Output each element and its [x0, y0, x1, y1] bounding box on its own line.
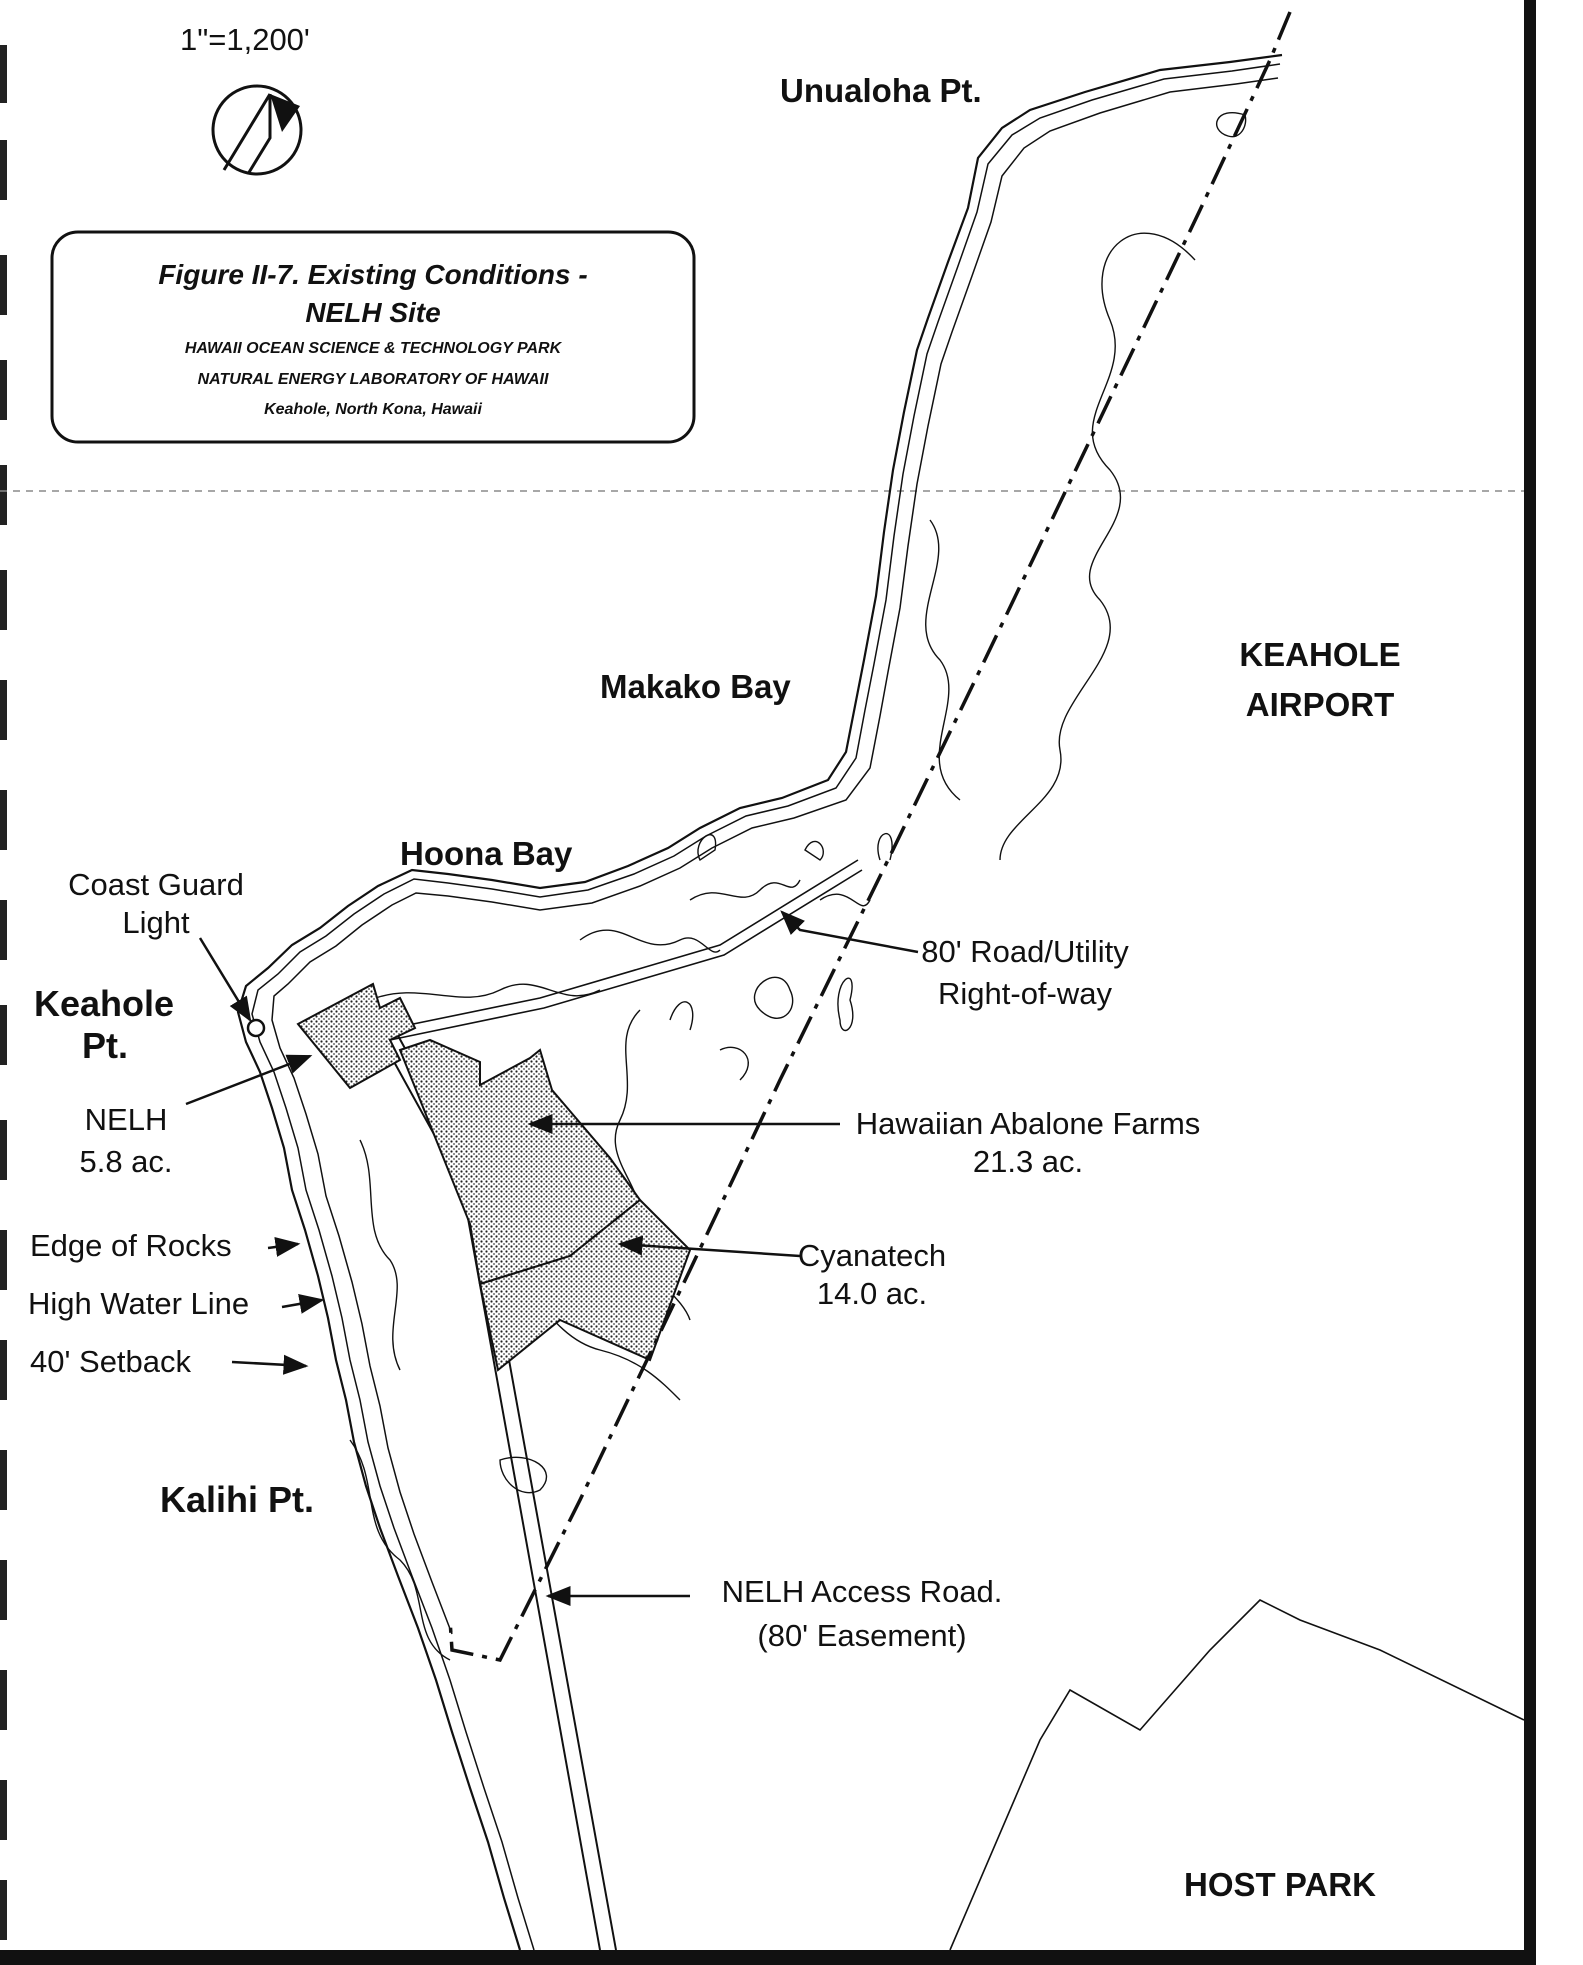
utility-row-line: [383, 859, 859, 1031]
figure-subtitle-2: NATURAL ENERGY LABORATORY OF HAWAII: [198, 371, 549, 388]
label-makako-bay: Makako Bay: [600, 668, 791, 705]
label-cyanatech: Cyanatech: [798, 1238, 946, 1273]
figure-title-line2: NELH Site: [305, 297, 440, 328]
label-unualoha-pt: Unualoha Pt.: [780, 72, 982, 109]
setback-line: [271, 77, 1279, 1635]
property-boundary: [448, 11, 1292, 1662]
label-host-park: HOST PARK: [1184, 1866, 1376, 1903]
label-hoona-bay: Hoona Bay: [400, 835, 573, 872]
high-water-line: [251, 63, 1281, 1951]
scale-label: 1"=1,200': [180, 22, 310, 57]
label-access-road: NELH Access Road.: [722, 1574, 1003, 1609]
left-binding-marks: [0, 45, 7, 1940]
label-keahole-airport-2: AIRPORT: [1246, 686, 1395, 723]
label-abalone: Hawaiian Abalone Farms: [856, 1106, 1201, 1141]
title-box: Figure II-7. Existing Conditions - NELH …: [50, 230, 696, 444]
nelh-parcel: [296, 982, 417, 1090]
coastline: [236, 53, 1283, 1951]
leader-arrows: [185, 910, 919, 1606]
label-keahole-pt-2: Pt.: [82, 1025, 128, 1066]
label-keahole-airport: KEAHOLE: [1239, 636, 1400, 673]
north-arrow-icon: [211, 84, 303, 176]
label-coast-guard: Coast Guard: [68, 867, 244, 902]
label-abalone-acres: 21.3 ac.: [973, 1144, 1083, 1179]
label-access-road-2: (80' Easement): [757, 1618, 966, 1653]
coast-guard-light-icon: [246, 1018, 266, 1038]
figure-subtitle-3: Keahole, North Kona, Hawaii: [264, 401, 482, 418]
label-edge-of-rocks: Edge of Rocks: [30, 1228, 232, 1263]
host-park-boundary: [949, 1599, 1525, 1951]
label-high-water-line: High Water Line: [28, 1286, 249, 1321]
bottom-frame-bar: [0, 1950, 1536, 1965]
label-utility-row-2: Right-of-way: [938, 976, 1112, 1011]
label-nelh: NELH: [85, 1102, 168, 1137]
label-coast-guard-2: Light: [122, 905, 190, 940]
label-cyanatech-acres: 14.0 ac.: [817, 1276, 927, 1311]
label-nelh-acres: 5.8 ac.: [79, 1144, 172, 1179]
right-frame-bar: [1524, 0, 1536, 1965]
label-keahole-pt: Keahole: [34, 983, 174, 1024]
label-kalihi-pt: Kalihi Pt.: [160, 1479, 314, 1520]
figure-title: Figure II-7. Existing Conditions -: [158, 259, 587, 290]
label-setback: 40' Setback: [30, 1344, 192, 1379]
label-utility-row: 80' Road/Utility: [921, 934, 1129, 969]
figure-subtitle-1: HAWAII OCEAN SCIENCE & TECHNOLOGY PARK: [185, 340, 563, 357]
